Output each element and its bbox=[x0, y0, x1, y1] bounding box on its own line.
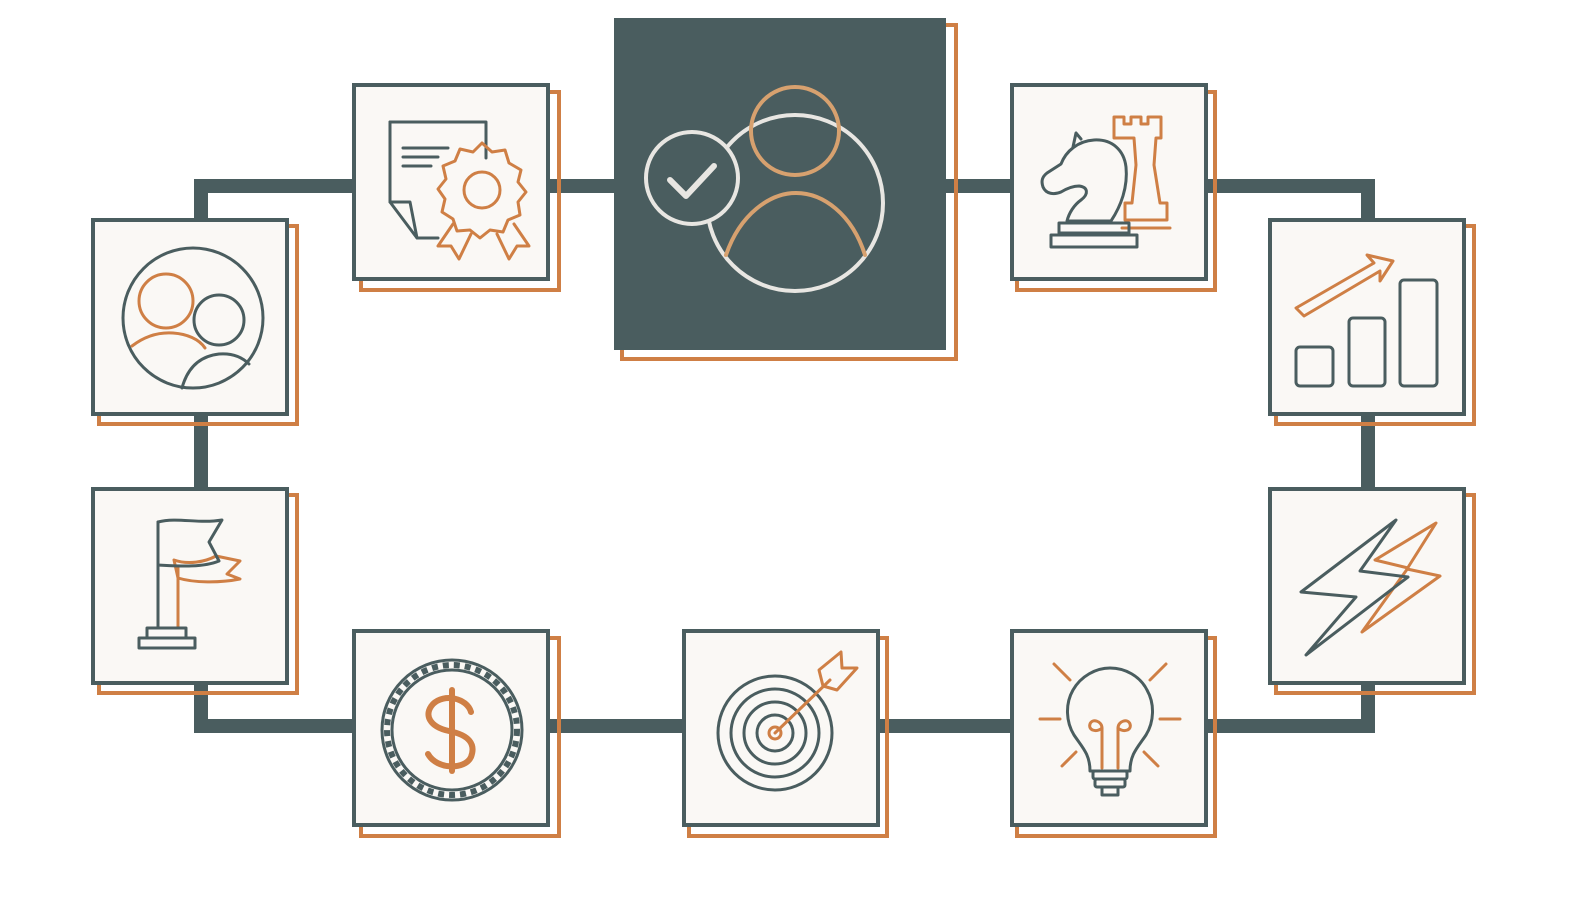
node-dollar-border bbox=[352, 629, 550, 827]
node-team-border bbox=[91, 218, 289, 416]
target-icon bbox=[716, 650, 859, 792]
dollar-coin-icon bbox=[380, 658, 524, 802]
node-certificate-border bbox=[352, 83, 550, 281]
node-flag-panel bbox=[93, 489, 287, 683]
node-lightbulb-border bbox=[1010, 629, 1208, 827]
node-lightning bbox=[1268, 487, 1476, 695]
node-target bbox=[682, 629, 889, 838]
node-flag bbox=[91, 487, 299, 695]
strategy-chess-icon bbox=[1040, 115, 1172, 249]
connector-right-loop bbox=[1206, 179, 1375, 733]
user-verified-icon bbox=[644, 85, 885, 293]
team-icon bbox=[121, 246, 265, 390]
lightbulb-icon bbox=[1038, 662, 1182, 797]
node-strategy-border bbox=[1010, 83, 1208, 281]
node-certificate bbox=[352, 83, 561, 292]
certificate-icon bbox=[388, 120, 531, 261]
node-strategy bbox=[1010, 83, 1217, 292]
node-lightning-border bbox=[1268, 487, 1466, 685]
node-dollar bbox=[352, 629, 561, 838]
node-team bbox=[91, 218, 299, 426]
node-lightbulb-panel bbox=[1012, 631, 1206, 825]
connector-loop bbox=[194, 179, 356, 733]
node-flag-border bbox=[91, 487, 289, 685]
growth-chart-icon bbox=[1294, 253, 1439, 388]
center-node bbox=[614, 18, 958, 361]
lightning-icon bbox=[1299, 518, 1442, 657]
node-growth-border bbox=[1268, 218, 1466, 416]
node-target-border bbox=[682, 629, 880, 827]
node-team-panel bbox=[93, 220, 287, 414]
node-lightning-panel bbox=[1270, 489, 1464, 683]
node-growth bbox=[1268, 218, 1476, 426]
flag-icon bbox=[137, 518, 242, 650]
node-lightbulb bbox=[1010, 629, 1217, 838]
